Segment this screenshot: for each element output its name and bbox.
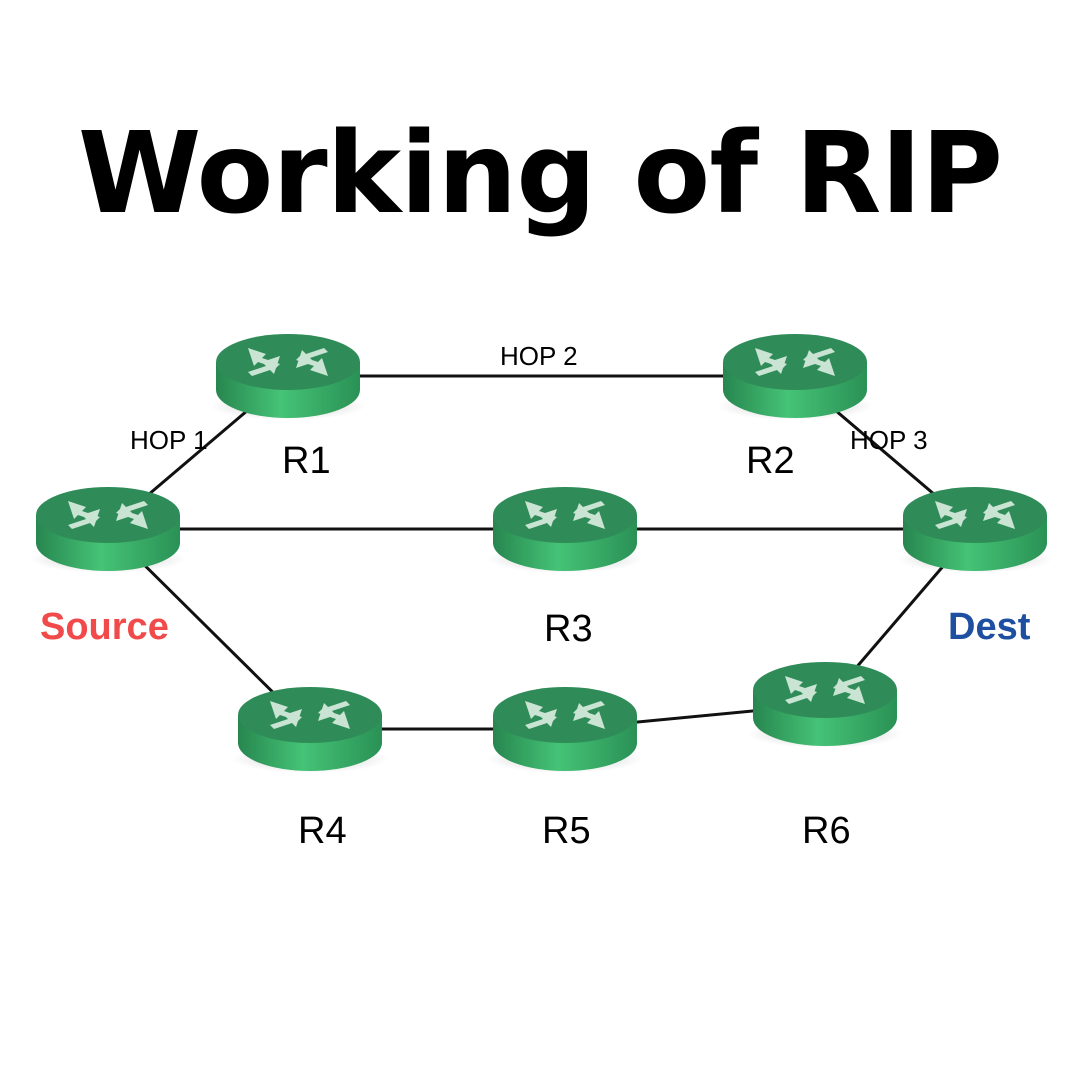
- router-label-r3: R3: [544, 608, 593, 650]
- hop-3-label: HOP 3: [850, 425, 928, 455]
- routers-layer: [30, 334, 1053, 773]
- router-icon-r6: [747, 662, 903, 748]
- router-label-r4: R4: [298, 810, 347, 852]
- router-icon-r2: [717, 334, 873, 420]
- router-label-r6: R6: [802, 810, 851, 852]
- router-icon-r3: [487, 487, 643, 573]
- hop-1-label: HOP 1: [130, 425, 208, 455]
- page-title: Working of RIP: [77, 109, 1003, 239]
- hop-2-label: HOP 2: [500, 341, 578, 371]
- source-label: Source: [40, 606, 169, 648]
- router-icon-r5: [487, 687, 643, 773]
- router-icon-r1: [210, 334, 366, 420]
- router-icon-r4: [232, 687, 388, 773]
- dest-label: Dest: [948, 606, 1031, 648]
- router-label-r1: R1: [282, 440, 331, 482]
- router-label-r5: R5: [542, 810, 591, 852]
- router-icon-dest: [897, 487, 1053, 573]
- router-icon-source: [30, 487, 186, 573]
- router-label-r2: R2: [746, 440, 795, 482]
